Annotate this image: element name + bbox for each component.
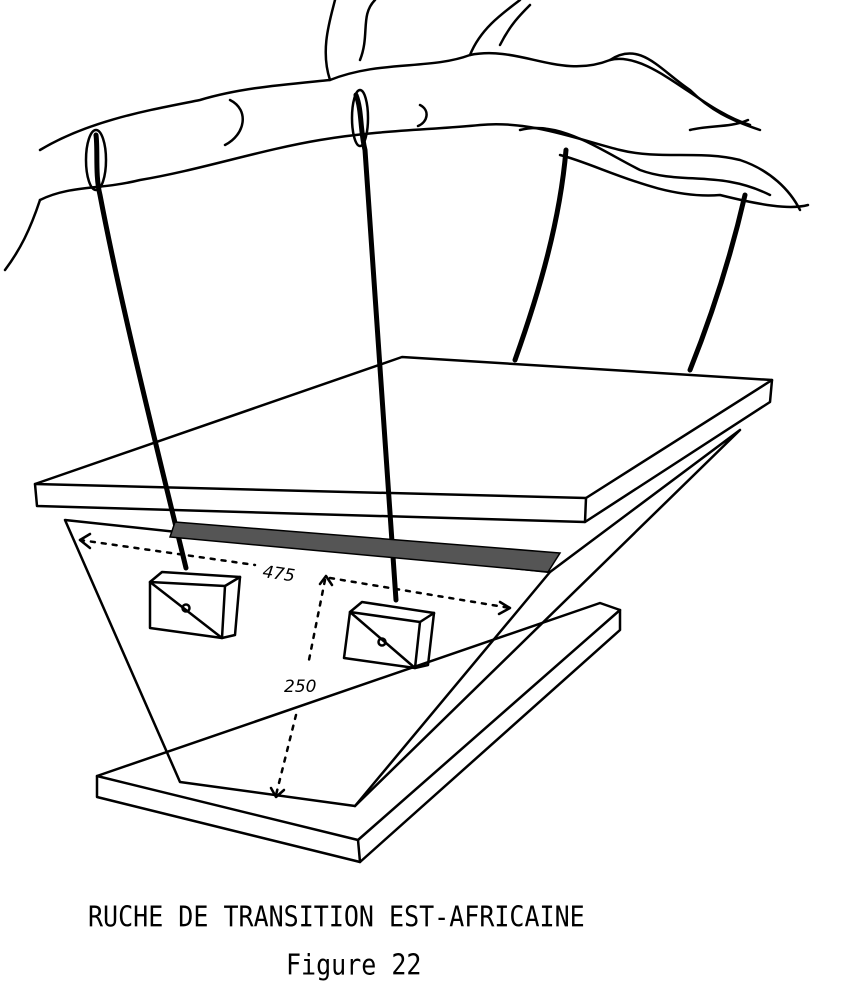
bottom-board: [95, 601, 622, 864]
hive-body: [63, 428, 742, 808]
figure-title: RUCHE DE TRANSITION EST-AFRICAINE: [88, 900, 585, 934]
dimension-length-label: 475: [261, 562, 296, 586]
top-lid: [33, 355, 774, 524]
rope-back-right: [687, 192, 748, 373]
rope-front-right: [353, 92, 399, 603]
ropes: [84, 88, 748, 603]
tree-branch: [3, 0, 810, 272]
dimension-length: 475: [78, 532, 512, 616]
handle-block-right: [342, 600, 436, 670]
rope-back-left: [512, 147, 569, 363]
figure-number: Figure 22: [286, 948, 422, 982]
dimension-depth-label: 250: [284, 677, 316, 697]
rope-front-left: [93, 132, 189, 571]
dimension-depth: 250: [269, 574, 334, 799]
handle-block-left: [148, 570, 242, 640]
